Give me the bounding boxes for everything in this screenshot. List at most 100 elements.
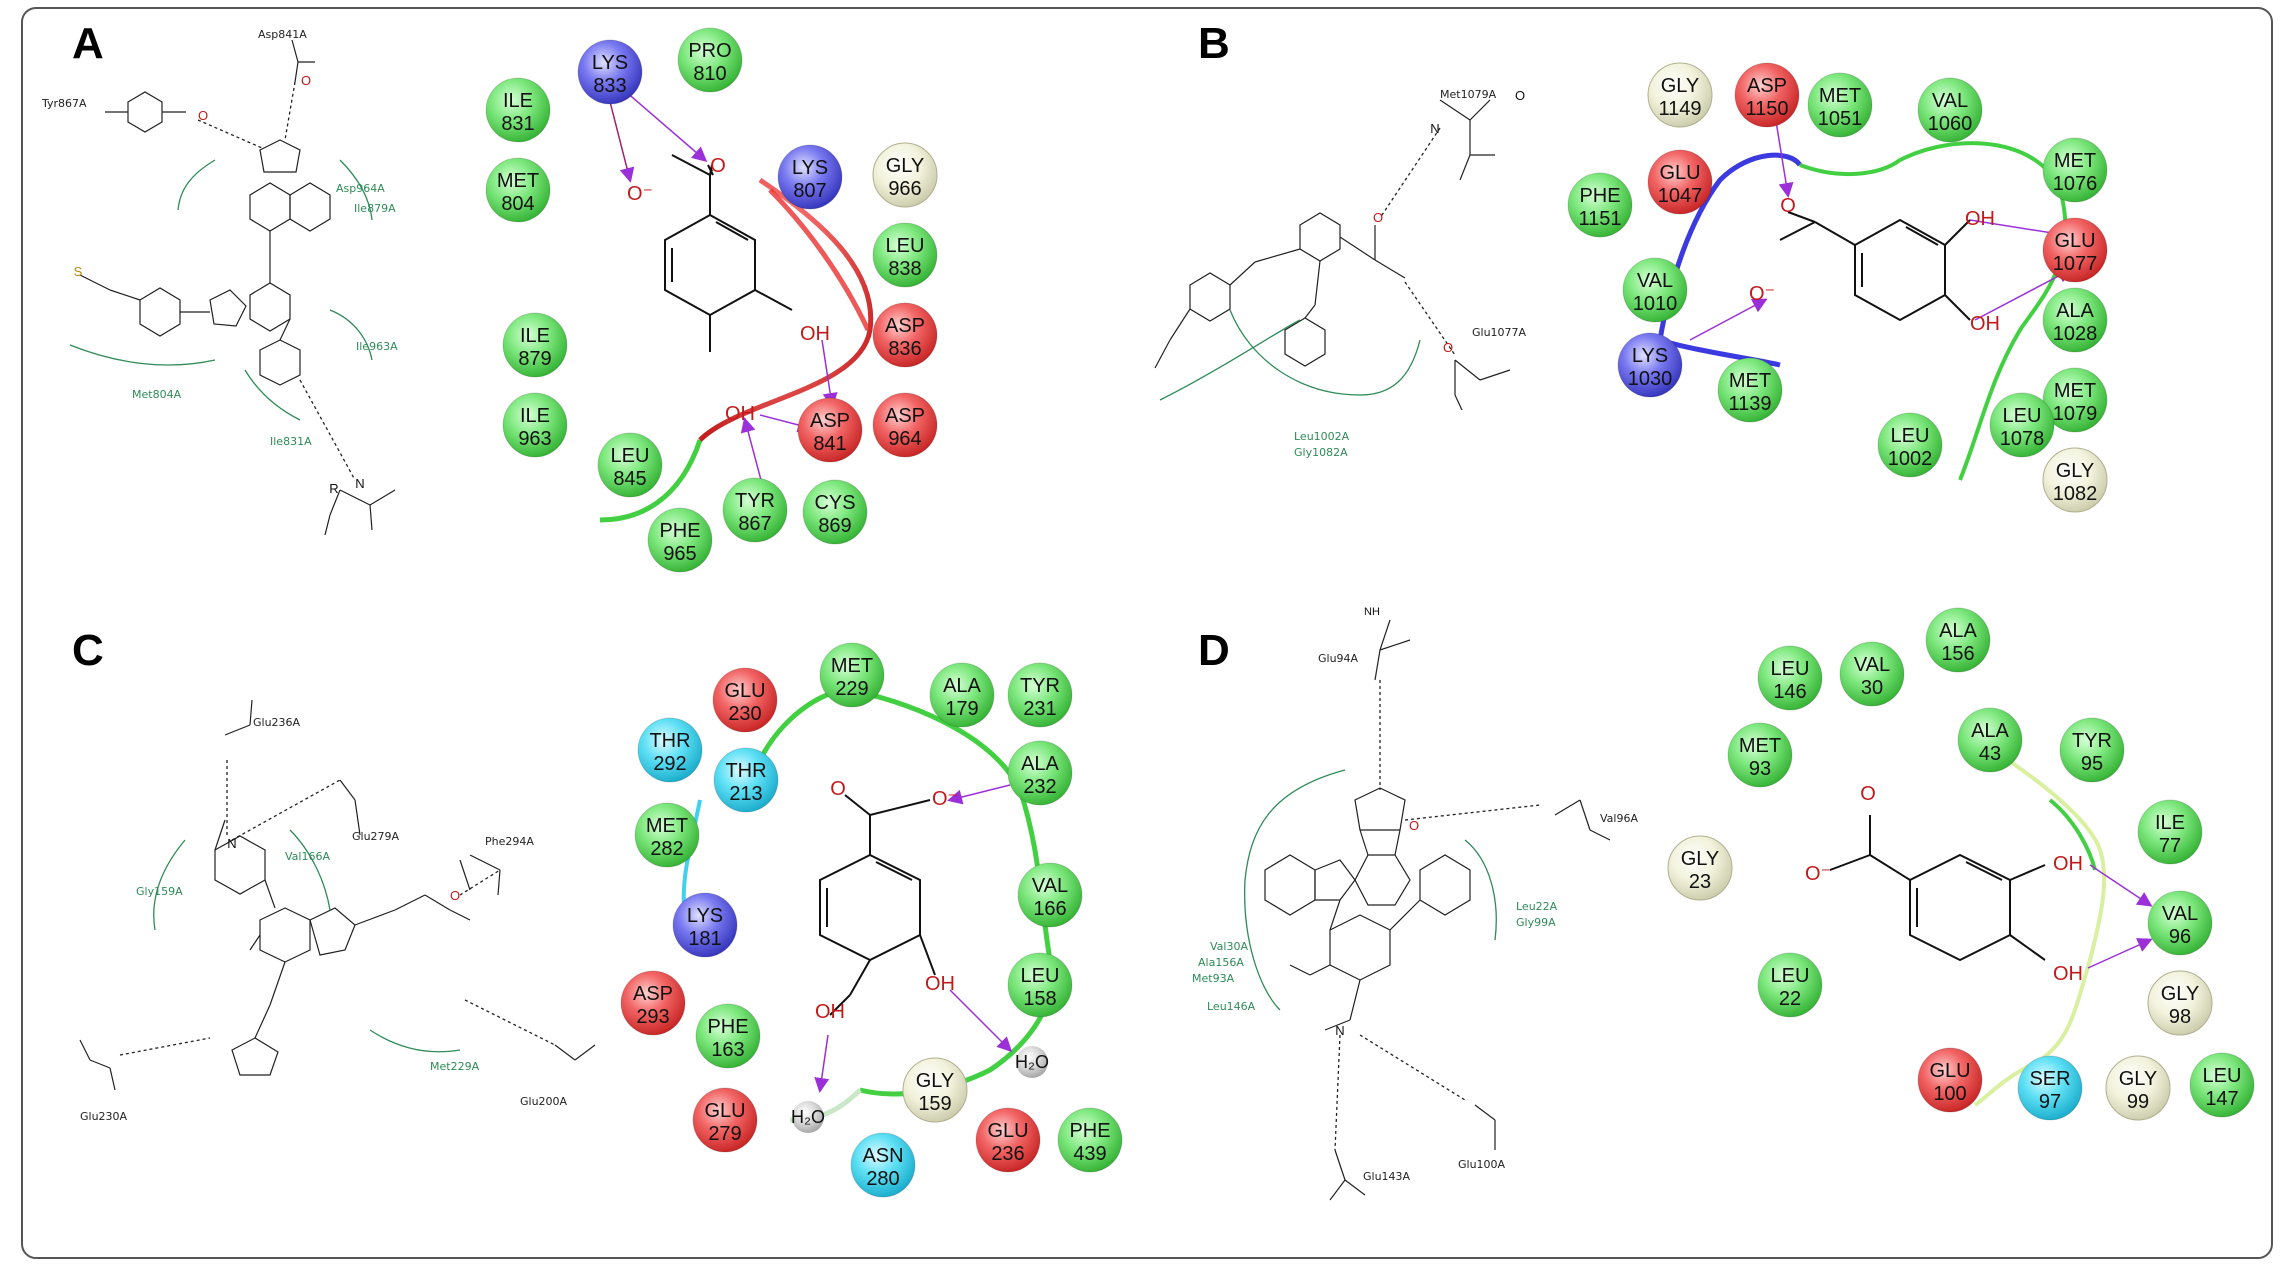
residue-name: ILE: [503, 90, 533, 112]
residue-number: 22: [1779, 988, 1801, 1010]
atom-o-a1: O: [198, 108, 208, 123]
residue-sphere: [2147, 890, 2213, 956]
residue-number: 879: [518, 348, 551, 370]
residue-sphere: [1017, 862, 1083, 928]
residue-sphere: [2189, 1052, 2255, 1118]
water-molecule-2: [792, 1101, 824, 1133]
residue-sphere: [802, 479, 868, 545]
residue-name: GLU: [704, 1100, 745, 1122]
residue-number: 964: [888, 428, 921, 450]
residue-number: 838: [888, 258, 921, 280]
residue-name: ALA: [2056, 300, 2094, 322]
residue-sphere: [2137, 799, 2203, 865]
atom-oh-b2: OH: [1970, 313, 2000, 335]
label-leu146a: Leu146A: [1207, 1000, 1256, 1013]
residue-number: 99: [2127, 1091, 2149, 1113]
residue-sphere: [1667, 835, 1733, 901]
residue-sphere: [637, 717, 703, 783]
residue-sphere: [647, 507, 713, 573]
atom-oh-a1: OH: [800, 323, 830, 345]
panel-a-ligand-sketch: Tyr867A Asp841A Asp964A Ile879A Ile963A …: [41, 28, 398, 536]
residue-sphere: [872, 302, 938, 368]
residue-sphere: [485, 157, 551, 223]
atom-n-a: N: [355, 476, 364, 491]
label-gly99a: Gly99A: [1516, 916, 1556, 929]
residue-name: LEU: [1771, 965, 1810, 987]
atom-nh-d: NH: [1364, 606, 1380, 618]
panel-c-ligand-sketch: Glu236A Glu279A Val166A Gly159A Phe294A …: [79, 699, 596, 1123]
residue-sphere: [1007, 952, 1073, 1018]
residue-number: 1028: [2053, 323, 2098, 345]
panel-letter-b: B: [1198, 19, 1230, 68]
residue-sphere: [692, 1087, 758, 1153]
label-gly1082a: Gly1082A: [1294, 446, 1348, 459]
label-leu1002a: Leu1002A: [1294, 430, 1350, 443]
residue-name: MET: [831, 655, 873, 677]
residue-name: ILE: [520, 325, 550, 347]
panel-d-interaction-diagram: O O⁻ OH OH: [1805, 743, 2153, 1107]
residue-number: 293: [636, 1006, 669, 1028]
residue-sphere: [677, 27, 743, 93]
residue-name: PHE: [1579, 185, 1620, 207]
residue-number: 1082: [2053, 483, 2098, 505]
atom-o-a2: O: [301, 73, 311, 88]
label-glu143a: Glu143A: [1363, 1170, 1411, 1183]
residue-sphere: [1622, 257, 1688, 323]
label-met1079a: Met1079A: [1440, 88, 1497, 101]
residue-name: LEU: [1021, 965, 1060, 987]
residue-name: ALA: [943, 675, 981, 697]
residue-name: GLY: [2119, 1068, 2158, 1090]
atom-oh-b1: OH: [1965, 208, 1995, 230]
atom-o-minus-a: O⁻: [627, 183, 653, 205]
residue-name: MET: [1819, 85, 1861, 107]
atom-o-minus-c: O⁻: [932, 788, 958, 810]
residue-name: VAL: [1932, 90, 1968, 112]
residue-sphere: [2042, 447, 2108, 513]
label-glu94a: Glu94A: [1318, 652, 1359, 665]
atom-o-b3: O: [1515, 88, 1525, 103]
residue-number: 159: [918, 1093, 951, 1115]
residue-name: GLY: [1681, 848, 1720, 870]
atom-oh-c1: OH: [925, 973, 955, 995]
residue-name: MET: [646, 815, 688, 837]
residue-number: 146: [1773, 681, 1806, 703]
residue-number: 1060: [1928, 113, 1973, 135]
residue-number: 229: [835, 678, 868, 700]
residue-sphere: [1925, 607, 1991, 673]
atom-o-b2: O: [1443, 340, 1453, 355]
atom-n-c: N: [227, 836, 236, 851]
residue-number: 1077: [2053, 253, 2098, 275]
residue-number: 230: [728, 703, 761, 725]
residue-name: LEU: [886, 235, 925, 257]
residue-sphere: [1989, 392, 2055, 458]
residue-name: ASP: [885, 405, 925, 427]
residue-number: 292: [653, 753, 686, 775]
atom-o-c: O: [450, 888, 460, 903]
residue-sphere: [2017, 1055, 2083, 1121]
residue-sphere: [695, 1003, 761, 1069]
panel-a-interaction-diagram: O⁻ O OH OH: [599, 84, 874, 523]
residue-name: GLU: [1659, 162, 1700, 184]
residue-name: PRO: [688, 40, 731, 62]
residue-name: LYS: [792, 157, 828, 179]
atom-n-d: N: [1335, 1023, 1344, 1038]
residue-number: 30: [1861, 677, 1883, 699]
